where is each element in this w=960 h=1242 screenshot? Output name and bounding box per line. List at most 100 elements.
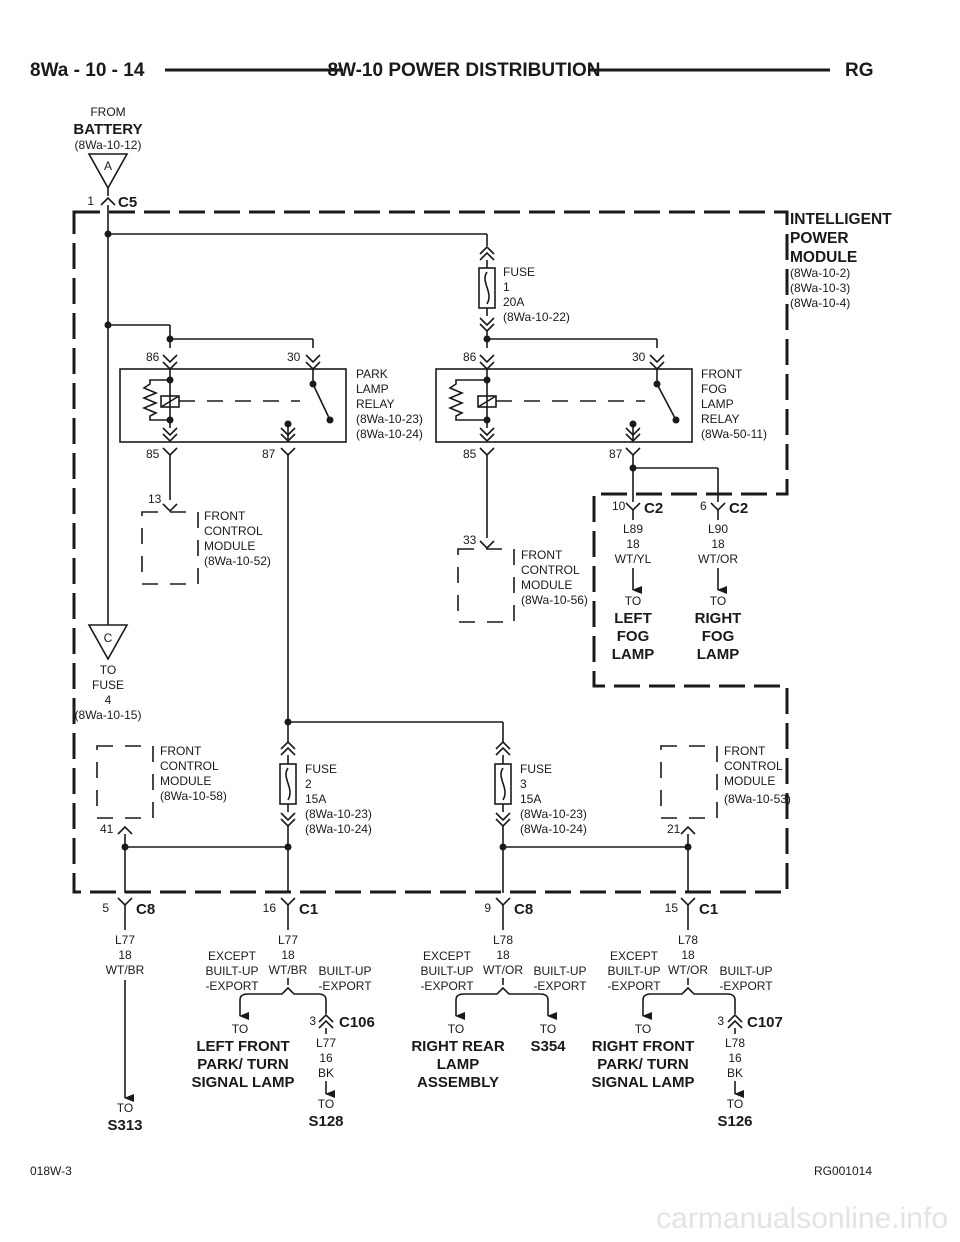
out2-except-1: EXCEPT <box>208 949 257 963</box>
out4-splice-pin: 3 <box>717 1014 724 1028</box>
park-relay-label-4: (8Wa-10-23) <box>356 412 423 426</box>
fcm3-label-2: CONTROL <box>160 759 219 773</box>
park-relay-switch-arm <box>312 383 331 421</box>
out2-splice-dest: S128 <box>308 1113 343 1130</box>
out2-wire-gauge: 18 <box>281 948 295 962</box>
fuse-1-label-4: (8Wa-10-22) <box>503 310 570 324</box>
park-relay-pin-86: 86 <box>146 350 160 364</box>
fog-left-wire-circuit: L89 <box>623 522 643 536</box>
fcm2-box <box>457 548 515 623</box>
fog-relay-switch-arm <box>656 383 677 421</box>
out4-except-2: BUILT-UP <box>607 964 660 978</box>
fcm4-label-4: (8Wa-10-53) <box>724 792 791 806</box>
fcm1-label-2: CONTROL <box>204 524 263 538</box>
out2-builtup-2: -EXPORT <box>318 979 372 993</box>
front-control-module-3: FRONT CONTROL MODULE (8Wa-10-58) 41 <box>96 744 227 893</box>
out2-wire-color: WT/BR <box>269 963 308 977</box>
output-c8-pin9: 9 C8 L78 18 WT/OR EXCEPT BUILT-UP -EXPOR… <box>411 897 587 1091</box>
out4-splice-connector: C107 <box>747 1014 783 1031</box>
fog-right-dest-3: LAMP <box>697 646 740 663</box>
out4-split <box>642 986 736 1001</box>
out1-dest: S313 <box>107 1117 142 1134</box>
out2-splice-pin: 3 <box>309 1014 316 1028</box>
fog-right-dest-2: FOG <box>702 628 735 645</box>
fuse-1-label-1: FUSE <box>503 265 535 279</box>
c5-connector-label: C5 <box>118 194 137 211</box>
fog-right-wire-circuit: L90 <box>708 522 728 536</box>
front-control-module-1: 13 FRONT CONTROL MODULE (8Wa-10-52) <box>141 455 271 585</box>
fog-left-dest-1: LEFT <box>614 610 652 627</box>
out2-splice-wire-gauge: 16 <box>319 1051 333 1065</box>
fcm1-pin: 13 <box>148 492 162 506</box>
fog-lamp-relay: 86 30 85 87 FRONT FOG LAMP RELAY (8Wa-50… <box>435 350 767 461</box>
out3-wire-circuit: L78 <box>493 933 513 947</box>
fuse-1-label-3: 20A <box>503 295 524 309</box>
to-fuse4-label-1: TO <box>100 663 116 677</box>
fcm4-label-1: FRONT <box>724 744 766 758</box>
battery-symbol-letter: A <box>104 159 112 173</box>
fog-relay-label-4: RELAY <box>701 412 739 426</box>
out1-wire-circuit: L77 <box>115 933 135 947</box>
fuse-2-label-5: (8Wa-10-24) <box>305 822 372 836</box>
out1-wire-gauge: 18 <box>118 948 132 962</box>
out3-alt-dest: S354 <box>530 1038 566 1055</box>
out2-dest-1: LEFT FRONT <box>196 1038 289 1055</box>
out1-to: TO <box>117 1101 133 1115</box>
out3-wire-color: WT/OR <box>483 963 523 977</box>
c5-pin: 1 <box>87 194 94 208</box>
out4-pin: 15 <box>665 901 679 915</box>
fog-relay-label-5: (8Wa-50-11) <box>701 427 767 441</box>
out4-to: TO <box>635 1022 651 1036</box>
fog-left-dest-3: LAMP <box>612 646 655 663</box>
park-relay-label-3: RELAY <box>356 397 394 411</box>
to-fuse4-symbol: C <box>104 631 113 645</box>
out2-to: TO <box>232 1022 248 1036</box>
battery-name: BATTERY <box>73 121 142 138</box>
out2-splice-connector: C106 <box>339 1014 375 1031</box>
out4-splice-wire-color: BK <box>727 1066 743 1080</box>
output-c1-pin15: 15 C1 L78 18 WT/OR EXCEPT BUILT-UP -EXPO… <box>591 897 783 1130</box>
out2-wire-circuit: L77 <box>278 933 298 947</box>
park-relay-resistor <box>141 379 170 421</box>
fog-right-to: TO <box>710 594 726 608</box>
out3-builtup-1: BUILT-UP <box>533 964 586 978</box>
fcm1-label-4: (8Wa-10-52) <box>204 554 271 568</box>
battery-feed: FROM BATTERY (8Wa-10-12) A 1 C5 <box>73 105 142 211</box>
fog-relay-label-3: LAMP <box>701 397 734 411</box>
out3-dest-3: ASSEMBLY <box>417 1074 499 1091</box>
park-relay-pin-87: 87 <box>262 447 276 461</box>
fog-relay-label-2: FOG <box>701 382 727 396</box>
fuse-2-label-1: FUSE <box>305 762 337 776</box>
ipm-label: INTELLIGENT POWER MODULE (8Wa-10-2) (8Wa… <box>790 211 892 310</box>
out4-except-3: -EXPORT <box>607 979 661 993</box>
ipm-label-line1: INTELLIGENT <box>790 211 892 228</box>
fcm3-label-4: (8Wa-10-58) <box>160 789 227 803</box>
fog-left-wire-gauge: 18 <box>626 537 640 551</box>
out4-splice-wire-gauge: 16 <box>728 1051 742 1065</box>
page-footer: 018W-3 RG001014 carmanualsonline.info <box>30 1164 948 1235</box>
park-relay-label-1: PARK <box>356 367 388 381</box>
out1-pin: 5 <box>102 901 109 915</box>
battery-ref: (8Wa-10-12) <box>75 138 142 152</box>
out2-split <box>239 986 327 1001</box>
out2-splice-wire-color: BK <box>318 1066 334 1080</box>
out4-except-1: EXCEPT <box>610 949 659 963</box>
fuse-1-label-2: 1 <box>503 280 510 294</box>
out4-builtup-2: -EXPORT <box>719 979 773 993</box>
fcm2-pin: 33 <box>463 533 477 547</box>
out1-wire-color: WT/BR <box>106 963 145 977</box>
front-control-module-2: 33 FRONT CONTROL MODULE (8Wa-10-56) <box>457 455 588 623</box>
fuse-2-label-2: 2 <box>305 777 312 791</box>
fuse-3-label-4: (8Wa-10-23) <box>520 807 587 821</box>
fog-left-dest-2: FOG <box>617 628 650 645</box>
fog-relay-resistor <box>447 379 487 421</box>
fog-right-wire-gauge: 18 <box>711 537 725 551</box>
fcm2-label-1: FRONT <box>521 548 563 562</box>
out3-pin: 9 <box>484 901 491 915</box>
header-title: 8W-10 POWER DISTRIBUTION <box>327 60 600 81</box>
header-page-number: 8Wa - 10 - 14 <box>30 60 145 81</box>
out3-to: TO <box>448 1022 464 1036</box>
fuse-2-label-3: 15A <box>305 792 326 806</box>
fuse-1: FUSE 1 20A (8Wa-10-22) <box>478 245 658 348</box>
out4-builtup-1: BUILT-UP <box>719 964 772 978</box>
